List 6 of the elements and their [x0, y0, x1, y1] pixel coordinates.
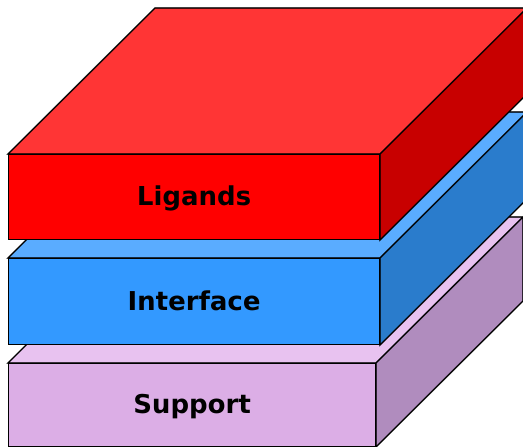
layer-label: Interface [128, 286, 260, 316]
layer-front-face [8, 363, 376, 447]
layer-label: Ligands [136, 182, 252, 212]
layer-front-face [8, 154, 380, 240]
layer-front-face [8, 258, 380, 345]
layer-label: Support [133, 390, 251, 420]
